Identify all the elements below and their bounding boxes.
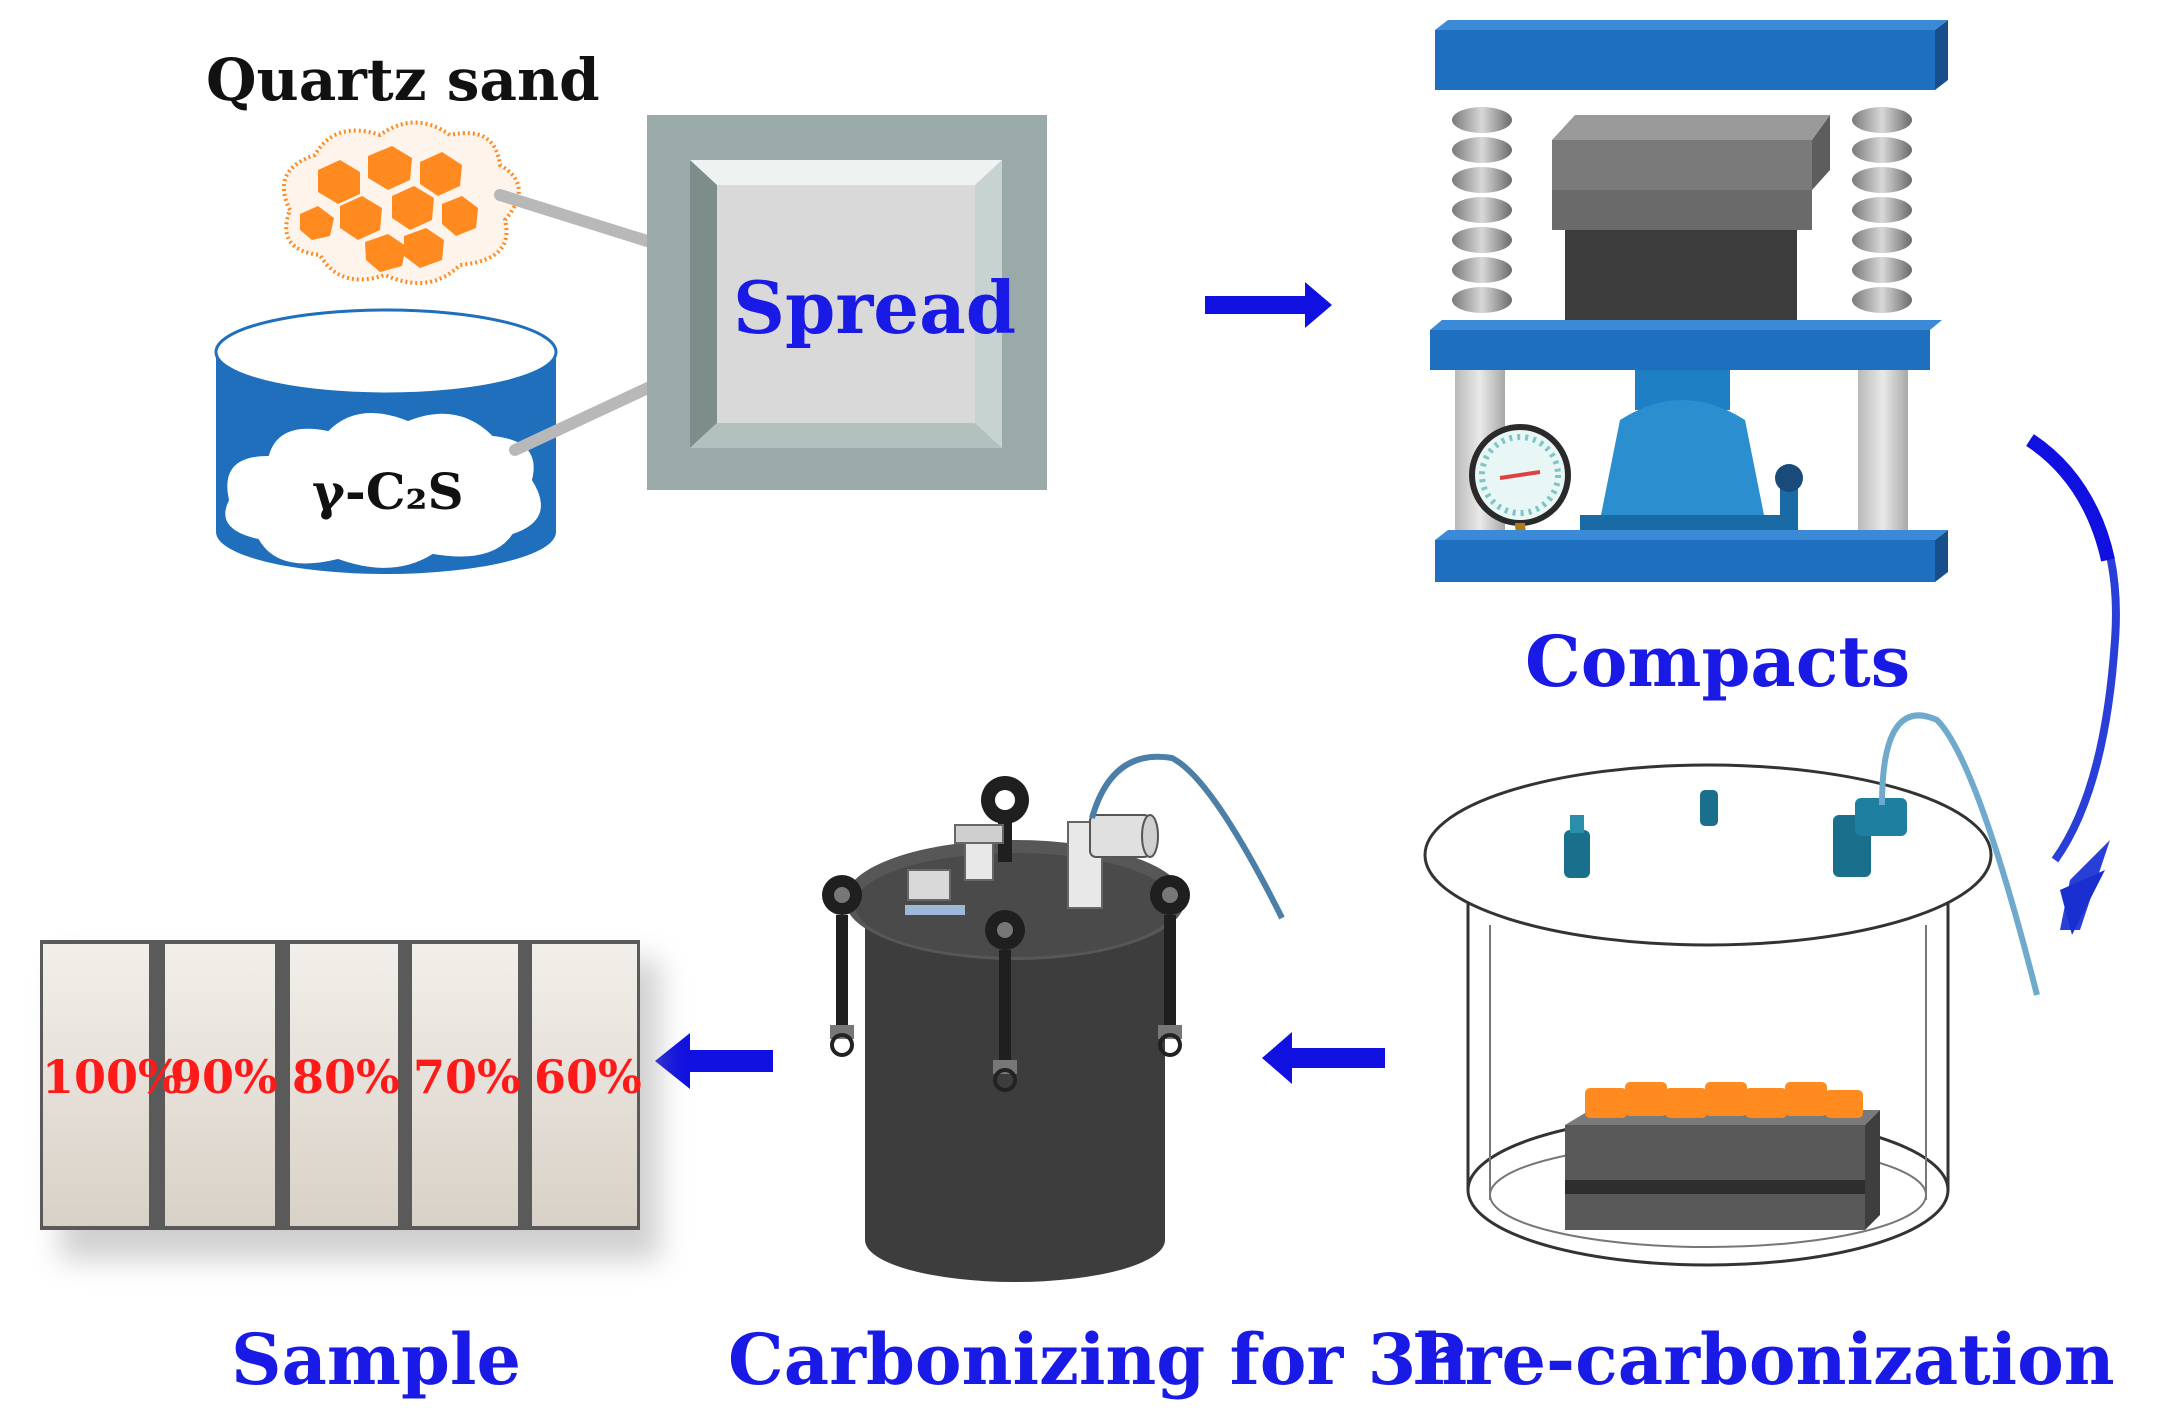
quartz-sand-label: Quartz sand [206,46,600,114]
gamma-c2s-container-icon [214,308,558,574]
spring-right [1852,107,1912,313]
clamp-center [985,910,1025,1092]
autoclave-icon [822,753,1285,1282]
spread-tray-icon [647,115,1047,490]
sample-percent-80: 80% [292,1050,400,1104]
sample-photo [40,940,660,1260]
quartz-sand-icon [281,120,521,285]
curved-arrow-icon [2026,434,2120,935]
clamp-left [822,875,862,1057]
sample-percent-90: 90% [170,1050,278,1104]
clamp-right [1150,875,1190,1057]
spring-left [1452,107,1512,313]
compacts-label: Compacts [1525,620,1911,703]
pre-carbonization-label: Pre-carbonization [1412,1318,2115,1401]
sample-percent-60: 60% [534,1050,642,1104]
carbonizing-label: Carbonizing for 3h [728,1318,1468,1401]
arrow-left-icon [1262,1032,1385,1084]
arrow-left-icon-2 [655,1033,773,1089]
pre-carbonization-vessel-icon [1423,712,2040,1267]
sample-percent-100: 100% [42,1050,182,1104]
spread-label: Spread [733,265,1017,350]
sample-percent-70: 70% [413,1050,521,1104]
arrow-right-icon [1205,282,1332,328]
sample-label: Sample [231,1318,522,1401]
hydraulic-press-icon [1430,20,1948,582]
gamma-c2s-label: γ-C₂S [312,462,464,521]
